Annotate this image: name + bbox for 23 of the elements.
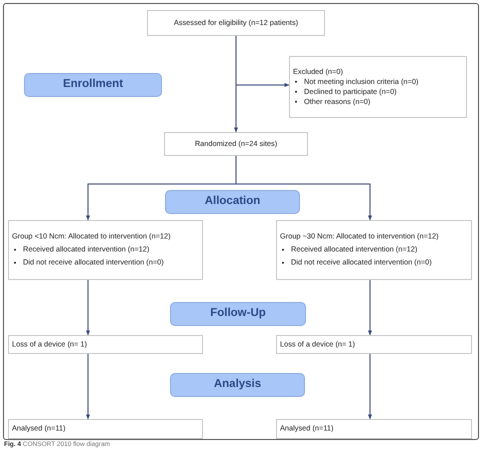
- process-box: [8, 419, 203, 439]
- process-box: [164, 132, 308, 156]
- process-box: [289, 56, 467, 118]
- arrow: [368, 354, 372, 420]
- stage-title: Enrollment: [62, 78, 124, 92]
- stage-label: [165, 190, 300, 214]
- process-box: [276, 220, 472, 280]
- stage-label: [24, 73, 162, 97]
- process-box: [276, 419, 472, 439]
- process-box: [147, 10, 325, 36]
- stage-title: Follow-Up: [210, 307, 266, 321]
- process-box: [8, 335, 203, 354]
- stage-label: [170, 373, 305, 397]
- arrow: [236, 36, 290, 87]
- arrow: [86, 280, 90, 336]
- arrow: [368, 280, 372, 336]
- process-box: [276, 335, 472, 354]
- stage-title: Analysis: [214, 378, 262, 392]
- process-box: [8, 220, 203, 280]
- arrow: [86, 354, 90, 420]
- stage-label: [170, 302, 306, 326]
- arrow: [236, 156, 372, 220]
- stage-title: Allocation: [204, 195, 260, 209]
